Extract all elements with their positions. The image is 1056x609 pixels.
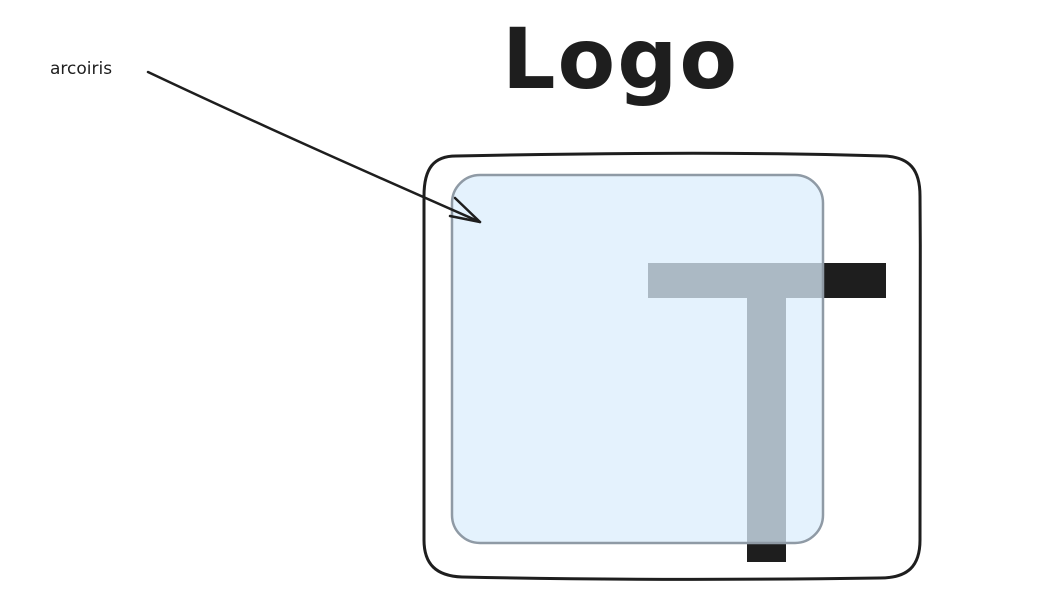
arcoiris-box (450, 173, 825, 545)
arcoiris-label: arcoiris (50, 59, 112, 79)
logo-title: Logo (502, 10, 739, 108)
logo-frame (422, 151, 922, 581)
arrow-icon (146, 70, 482, 224)
